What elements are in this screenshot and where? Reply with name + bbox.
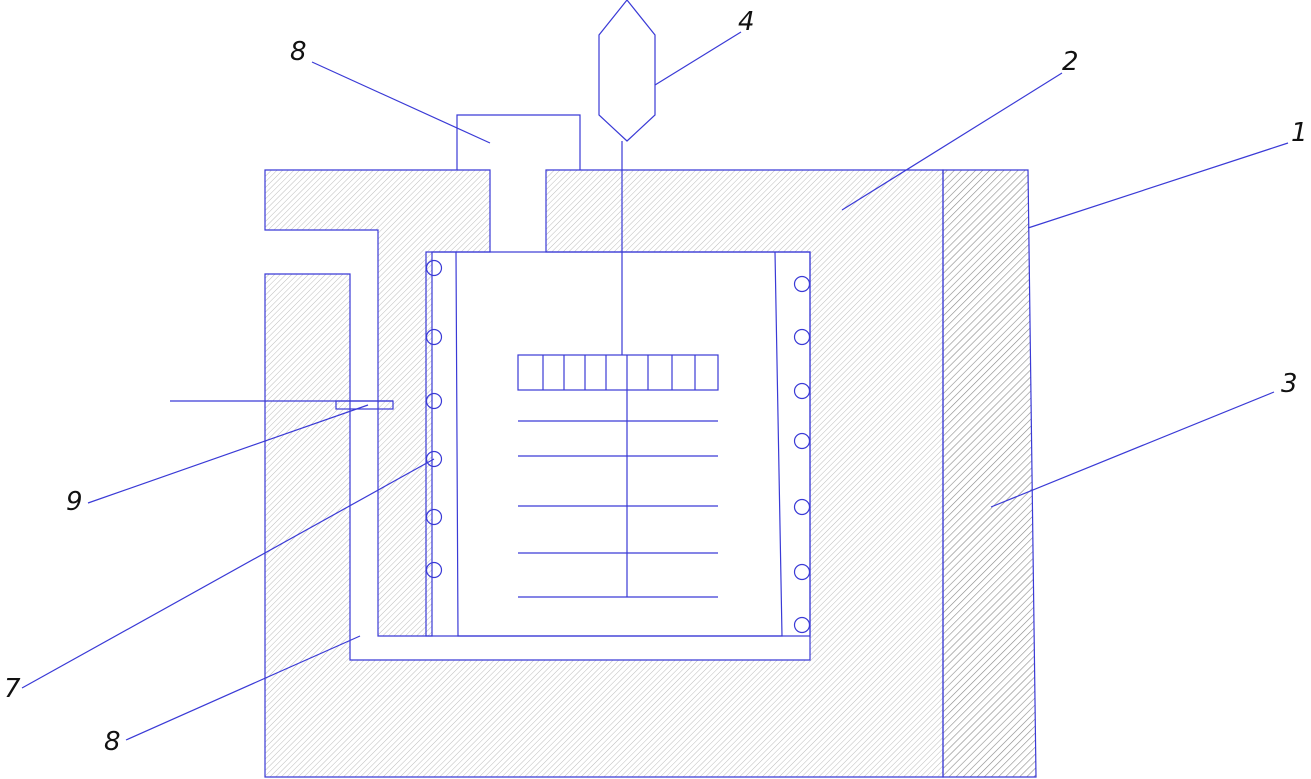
heating-coils-right <box>793 275 811 634</box>
callout-label-1: 1 <box>1291 118 1308 148</box>
callout-label-7: 7 <box>4 674 21 704</box>
furnace-body-insulation <box>264 169 944 778</box>
thermocouple <box>335 400 394 410</box>
mixing-head <box>517 354 719 391</box>
callout-label-8-bottom: 8 <box>104 727 121 757</box>
heating-coils-left <box>425 259 443 579</box>
callout-label-3: 3 <box>1281 369 1298 399</box>
callout-label-8-top: 8 <box>290 37 307 67</box>
agitator-blades <box>518 420 718 598</box>
stirrer-drive <box>598 0 656 142</box>
callout-label-2: 2 <box>1062 47 1079 77</box>
callout-label-9: 9 <box>66 487 83 517</box>
crucible <box>455 251 783 637</box>
outer-shell <box>942 169 1037 778</box>
inner-chamber <box>425 251 811 637</box>
leader-lines <box>21 31 1289 741</box>
top-cover <box>456 114 581 170</box>
callout-label-4: 4 <box>738 7 755 37</box>
